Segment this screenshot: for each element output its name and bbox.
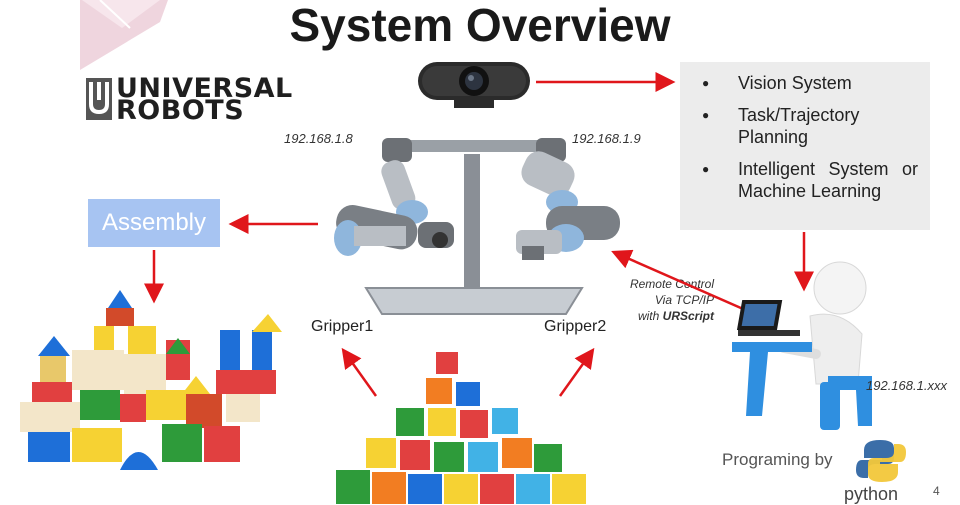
python-logo-icon <box>856 440 906 482</box>
gripper2-label: Gripper2 <box>544 318 607 335</box>
ip-left-label: 192.168.1.8 <box>284 131 353 146</box>
ur-logo-line2: ROBOTS <box>116 95 245 126</box>
dual-robot-arm-icon <box>334 138 620 315</box>
person-at-computer-icon <box>732 261 872 430</box>
webcam-icon <box>418 62 530 108</box>
block-pile-icon <box>336 352 586 504</box>
python-wordmark: python <box>844 484 899 504</box>
arrow-pc-to-robot <box>611 249 751 314</box>
ur-logo-text: UNIVERSAL ROBOTS <box>116 73 293 126</box>
arrow-blocks-to-gripper1 <box>341 347 378 397</box>
programming-label: Programing by <box>722 450 833 469</box>
corner-decoration <box>80 0 168 70</box>
capabilities-list: Vision System Task/Trajectory Planning I… <box>680 72 930 202</box>
urscript-label: URScript <box>662 309 714 323</box>
ip-right-label: 192.168.1.9 <box>572 131 641 146</box>
capabilities-panel: Vision System Task/Trajectory Planning I… <box>680 62 930 230</box>
list-item: Task/Trajectory Planning <box>680 104 918 148</box>
ip-pc-label: 192.168.1.xxx <box>866 378 947 393</box>
block-castle-icon <box>20 290 282 470</box>
page-number: 4 <box>933 484 940 498</box>
arrow-blocks-to-gripper2 <box>558 347 595 397</box>
remote-line3-prefix: with <box>637 309 663 323</box>
gripper1-label: Gripper1 <box>311 318 374 335</box>
ur-logo-line1: UNIVERSAL <box>116 73 293 104</box>
ur-logo-icon <box>86 78 112 120</box>
slide-title: System Overview <box>289 0 671 51</box>
list-item: Intelligent System or Machine Learning <box>680 158 918 202</box>
remote-line2: Via TCP/IP <box>654 293 714 307</box>
assembly-box: Assembly <box>88 199 220 247</box>
list-item: Vision System <box>680 72 918 94</box>
remote-line3: with URScript <box>614 308 714 324</box>
